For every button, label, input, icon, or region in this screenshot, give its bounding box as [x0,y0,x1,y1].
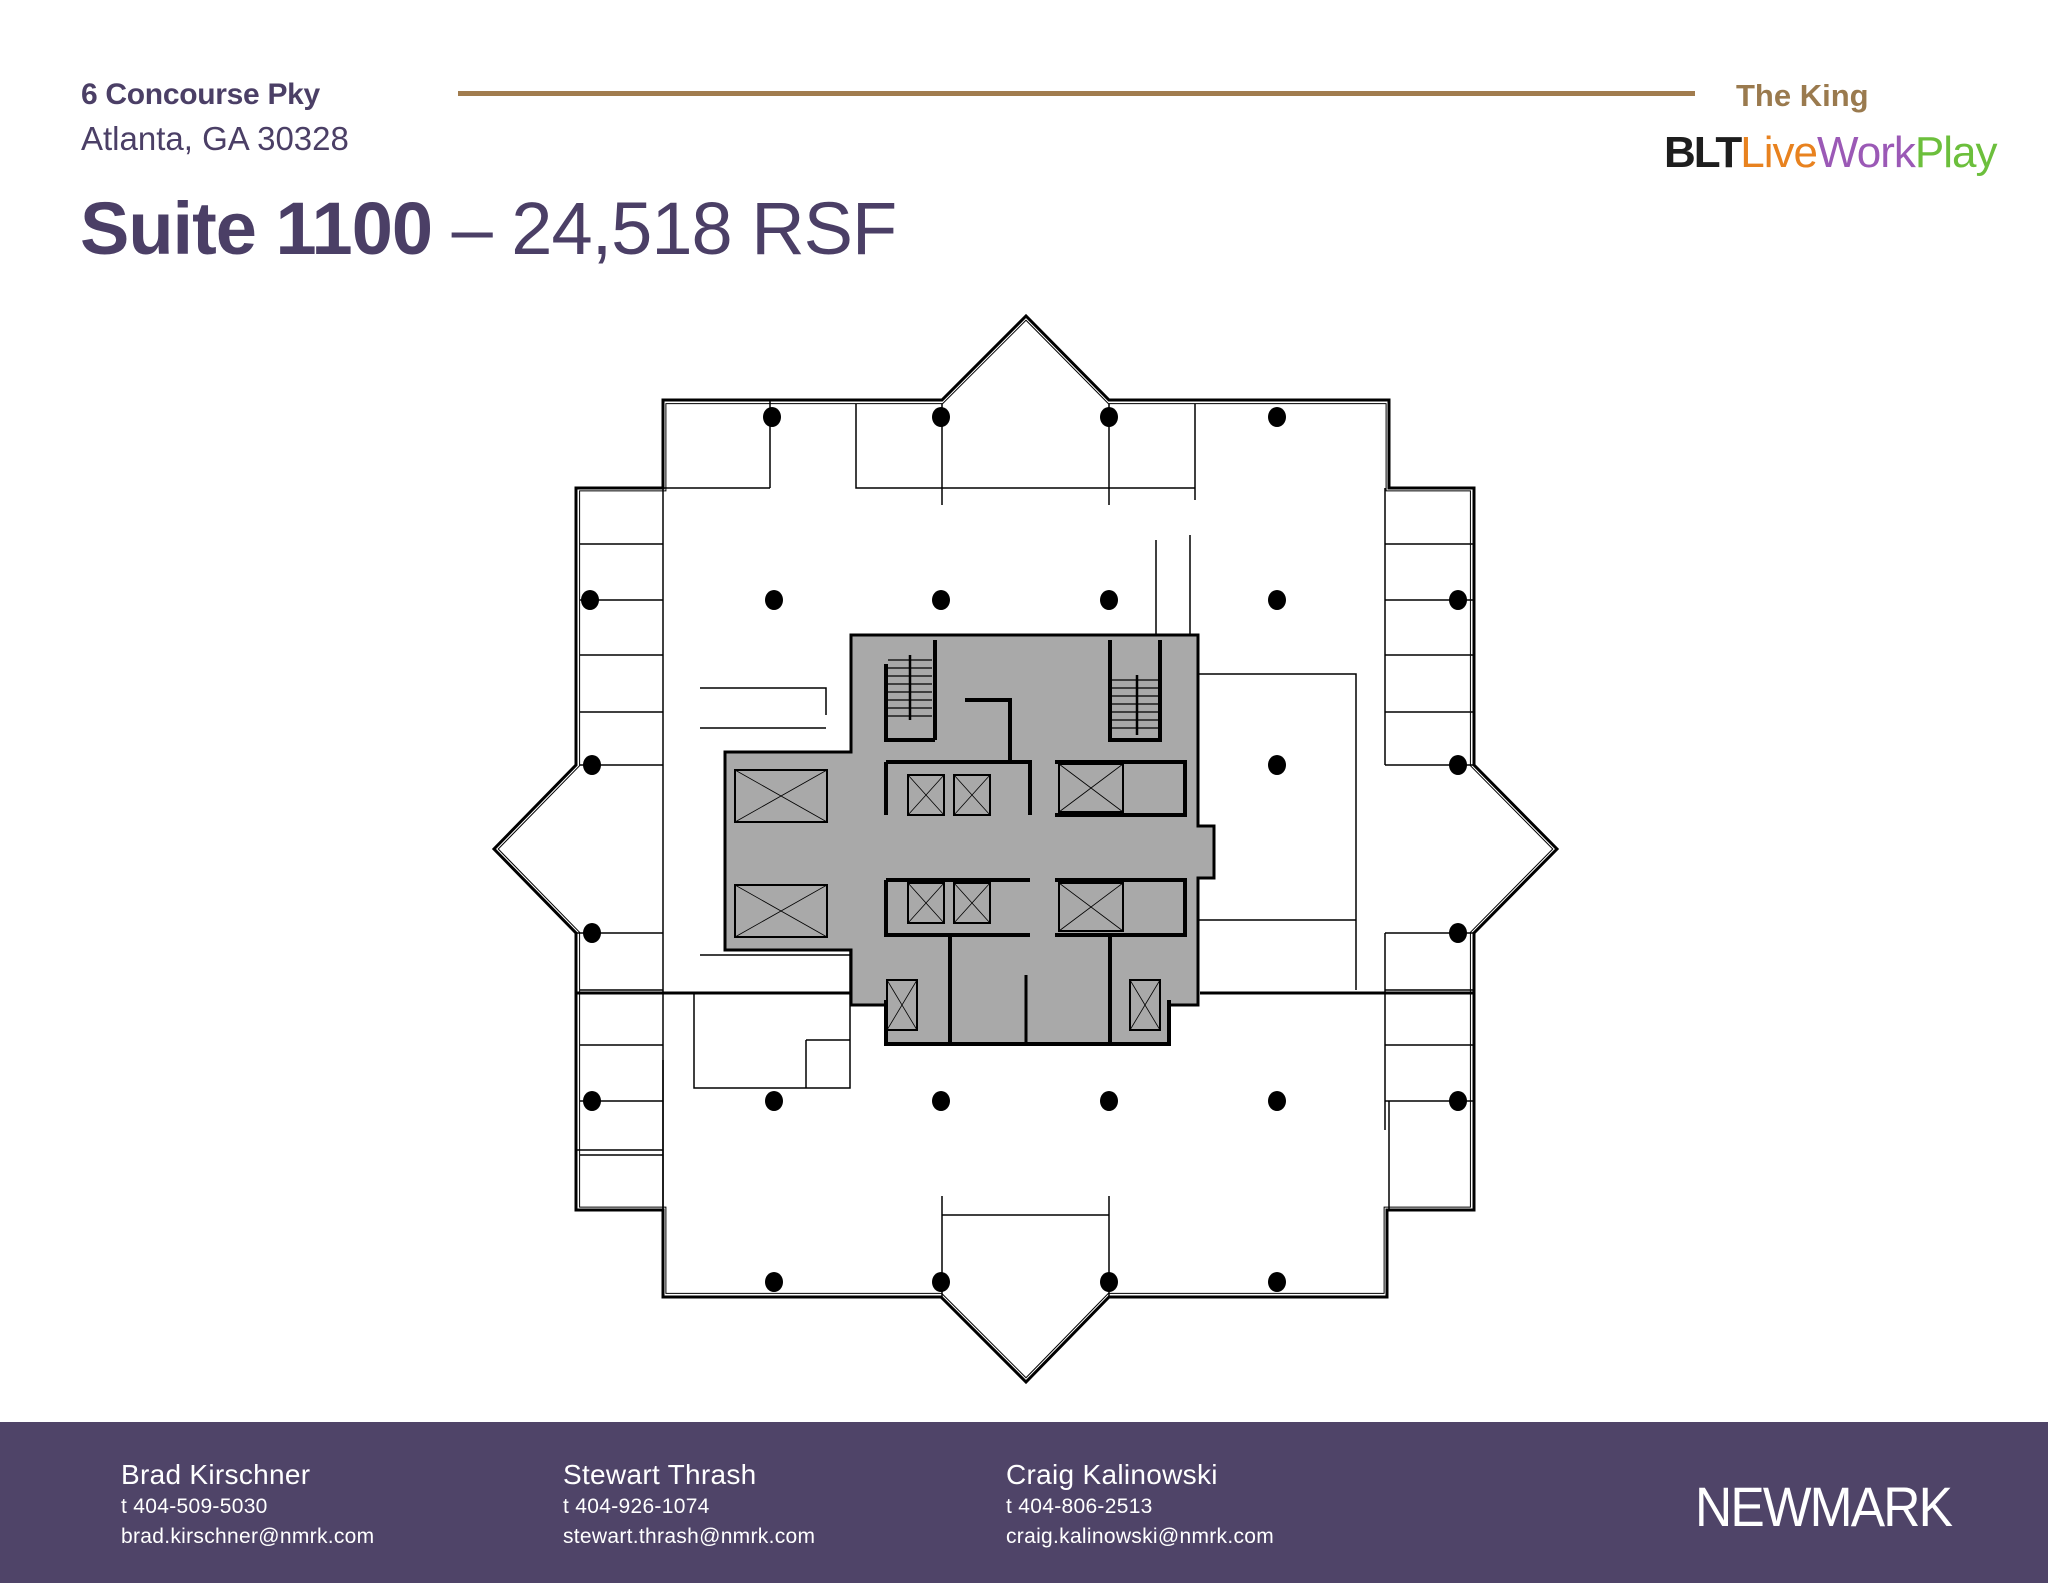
suite-area: 24,518 RSF [511,187,897,270]
contact-email[interactable]: stewart.thrash@nmrk.com [563,1525,816,1548]
brand-work: Work [1816,128,1916,177]
contact-phone[interactable]: t 404-509-5030 [121,1495,268,1518]
elevator-shaft-icon [1129,979,1161,1031]
column-icon [581,590,599,610]
brand-logo: BLTLiveWorkPlay [1664,128,1998,178]
newmark-logo: NEWMARK [1695,1475,1953,1538]
building-name: The King [1736,78,1869,113]
contact-email[interactable]: craig.kalinowski@nmrk.com [1006,1525,1275,1548]
column-icon [1100,590,1118,610]
column-icon [1268,1091,1286,1111]
column-icon [1100,1272,1118,1292]
brand-play: Play [1914,128,1998,177]
elevator-shaft-icon [734,769,828,823]
brand-blt: BLT [1664,128,1742,177]
header-divider [458,91,1695,96]
column-icon [1268,590,1286,610]
brand-live: Live [1740,128,1818,177]
elevator-shaft-icon [953,774,991,816]
elevator-shaft-icon [734,884,828,938]
address-city: Atlanta, GA 30328 [81,120,349,157]
elevator-shaft-icon [953,882,991,924]
contact-card: Stewart Thrash t 404-926-1074 stewart.th… [563,1458,815,1552]
contact-name: Craig Kalinowski [1006,1459,1218,1490]
column-icon [1268,755,1286,775]
column-icon [765,590,783,610]
suite-number: Suite 1100 [80,187,433,270]
address-street: 6 Concourse Pky [81,78,320,111]
contact-card: Brad Kirschner t 404-509-5030 brad.kirsc… [121,1458,374,1552]
column-icon [1100,1091,1118,1111]
contact-phone[interactable]: t 404-806-2513 [1006,1495,1153,1518]
floor-plan [491,313,1560,1385]
page-title: Suite 1100 – 24,518 RSF [80,186,897,271]
contact-name: Stewart Thrash [563,1459,757,1490]
stairs [888,655,1158,735]
column-icon [765,1272,783,1292]
column-icon [765,1091,783,1111]
contact-card: Craig Kalinowski t 404-806-2513 craig.ka… [1006,1458,1274,1552]
column-icon [583,755,601,775]
column-icon [1449,590,1467,610]
floor-plan-outline-inner [497,319,1554,1379]
elevator-shafts [734,763,1161,1031]
elevator-shaft-icon [1058,882,1124,932]
column-icon [763,407,781,427]
title-separator: – [432,187,512,270]
column-icon [932,407,950,427]
core-walls [884,640,1187,1046]
column-icon [1449,1091,1467,1111]
column-icon [1449,755,1467,775]
column-icon [583,1091,601,1111]
column-icon [1449,923,1467,943]
contact-phone[interactable]: t 404-926-1074 [563,1495,710,1518]
column-icon [1268,1272,1286,1292]
footer: Brad Kirschner t 404-509-5030 brad.kirsc… [0,1422,2048,1583]
elevator-shaft-icon [907,882,945,924]
elevator-shaft-icon [907,774,945,816]
elevator-shaft-icon [886,979,918,1031]
contact-name: Brad Kirschner [121,1459,311,1490]
elevator-shaft-icon [1058,763,1124,813]
column-icon [932,1272,950,1292]
column-icon [583,923,601,943]
column-icon [1100,407,1118,427]
perimeter-offices [576,400,1474,1297]
contact-email[interactable]: brad.kirschner@nmrk.com [121,1525,375,1548]
column-icon [932,590,950,610]
column-icon [1268,407,1286,427]
structural-columns [581,407,1467,1292]
column-icon [932,1091,950,1111]
